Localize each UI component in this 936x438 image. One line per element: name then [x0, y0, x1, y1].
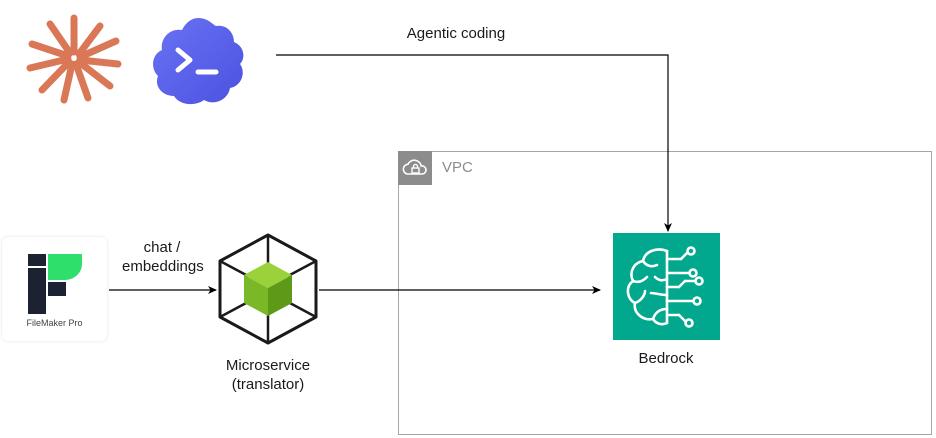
microservice-cube-icon — [218, 233, 318, 345]
vpc-cloud-lock-icon — [402, 159, 427, 175]
bedrock-label: Bedrock — [638, 350, 694, 367]
agentic-coding-label: Agentic coding — [406, 25, 506, 42]
bedrock-tile — [613, 233, 720, 340]
bedrock-brain-icon — [626, 246, 704, 328]
terminal-cloud-icon — [153, 18, 244, 105]
vpc-boundary — [398, 151, 932, 435]
filemaker-label: FileMaker Pro — [26, 318, 83, 328]
claude-sunburst-icon — [26, 14, 122, 104]
flow-label-line1: chat / — [143, 239, 181, 256]
microservice-label-line1: Microservice — [225, 357, 311, 374]
microservice-label-line2: (translator) — [231, 376, 305, 393]
vpc-badge — [398, 151, 432, 185]
agentic-coding-connector — [276, 54, 672, 232]
flow-label-line2: embeddings — [122, 258, 204, 275]
filemaker-logo-icon — [28, 254, 82, 314]
vpc-label: VPC — [442, 159, 473, 176]
